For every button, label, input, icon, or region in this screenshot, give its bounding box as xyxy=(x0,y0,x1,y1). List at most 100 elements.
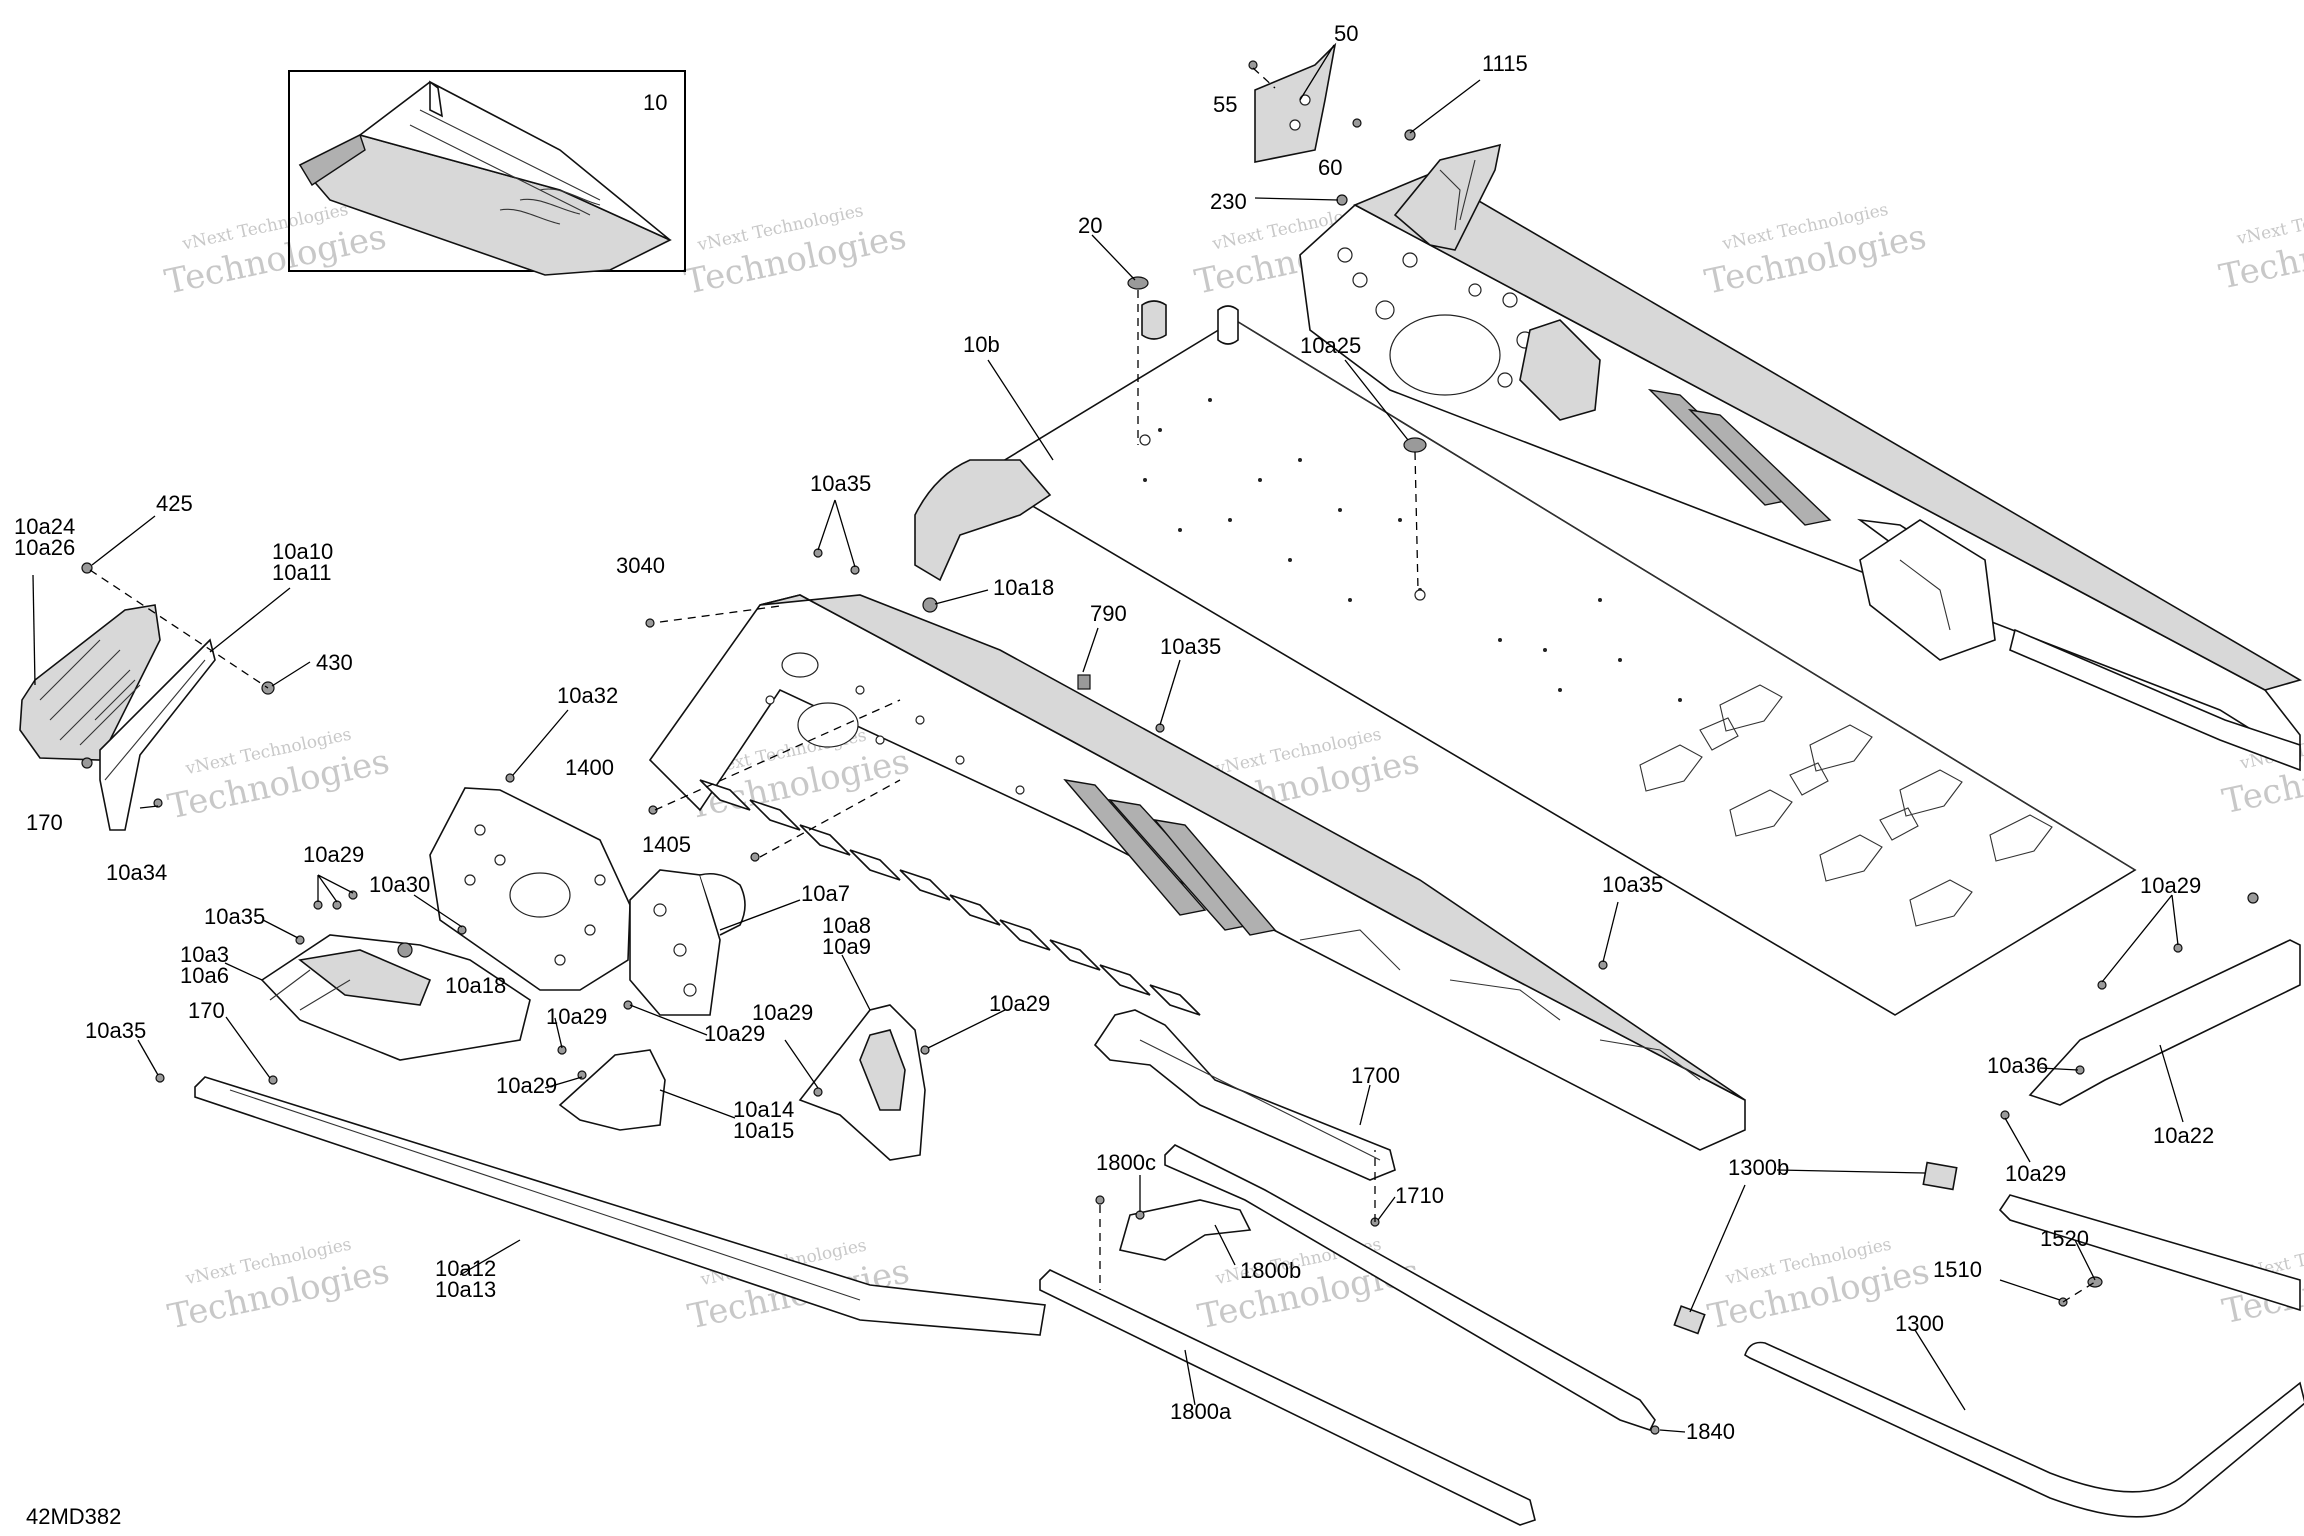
callout-10a29: 10a29 xyxy=(989,991,1050,1016)
leader-10a10 xyxy=(209,587,291,653)
skid-plate-insert xyxy=(298,949,432,1006)
plug-790 xyxy=(1077,674,1091,690)
nut-10a18 xyxy=(922,597,938,613)
cap-50-hole xyxy=(1289,119,1301,131)
assembly-line xyxy=(89,569,269,689)
leader-1710 xyxy=(1377,1196,1396,1221)
callout-1840: 1840 xyxy=(1686,1419,1735,1444)
assembly-line xyxy=(1414,451,1419,591)
callout-10a24: 10a24 xyxy=(14,514,75,539)
leader-10a36 xyxy=(2039,1067,2079,1071)
callout-425: 425 xyxy=(156,491,193,516)
callout-1700: 1700 xyxy=(1351,1063,1400,1088)
inset-frame-front xyxy=(299,134,366,186)
runner-10a12-body xyxy=(194,1076,1046,1336)
leader-10a29-a xyxy=(317,874,354,903)
grommet-20 xyxy=(1127,276,1149,290)
right-rail-rear-detail xyxy=(1899,559,1951,631)
leader-1520 xyxy=(2074,1239,2096,1281)
callout-10a34: 10a34 xyxy=(106,860,167,885)
callout-20: 20 xyxy=(1078,213,1102,238)
cap-50 xyxy=(1254,42,1337,163)
screw-230 xyxy=(1336,194,1348,206)
watermark: vNext Technologies Technologies xyxy=(1701,200,1929,303)
clip-1300b-low xyxy=(1673,1305,1706,1335)
screw-10a29-right-low xyxy=(2000,1110,2010,1120)
right-rail-vent xyxy=(1687,408,1832,526)
callout-10a15: 10a15 xyxy=(733,1118,794,1143)
callout-60: 60 xyxy=(1318,155,1342,180)
bolt-425 xyxy=(81,562,93,574)
leader-10a29-d xyxy=(544,1076,583,1089)
vent-cutout xyxy=(1719,684,1783,732)
callout-10a35: 10a35 xyxy=(85,1018,146,1043)
drawing-id: 42MD382 xyxy=(26,1504,121,1529)
callout-1710: 1710 xyxy=(1395,1183,1444,1208)
leader-10b xyxy=(987,359,1054,461)
callout-10a25: 10a25 xyxy=(1300,333,1361,358)
leader-1800a xyxy=(1184,1349,1196,1406)
rail-1800b xyxy=(1164,1144,1656,1431)
leader-20 xyxy=(1091,234,1136,281)
assembly-line xyxy=(654,699,901,811)
leader-10a7 xyxy=(719,899,801,931)
callout-1520: 1520 xyxy=(2040,1226,2089,1251)
callout-1405: 1405 xyxy=(642,832,691,857)
hardware xyxy=(81,60,2259,1435)
bracket-10a8-cutout xyxy=(859,1029,906,1111)
screw-1400 xyxy=(648,805,658,815)
bracket-10a24 xyxy=(19,604,161,761)
right-rail-large-hole xyxy=(1389,314,1501,396)
bracket-10a24-ribs xyxy=(39,639,141,746)
screw-10a35 xyxy=(813,548,823,558)
callout-10a29: 10a29 xyxy=(303,842,364,867)
callout-10b: 10b xyxy=(963,332,1000,357)
nut-10a18-low xyxy=(397,942,413,958)
screw-10a29 xyxy=(348,890,358,900)
leader-10a22 xyxy=(2159,1044,2184,1123)
vent-cutout xyxy=(1699,717,1919,841)
leader-1510 xyxy=(1999,1279,2061,1301)
callout-170: 170 xyxy=(26,810,63,835)
rail-1700 xyxy=(1093,1009,1396,1181)
right-rail-plate xyxy=(1519,319,1601,421)
callout-3040: 3040 xyxy=(616,553,665,578)
callout-230: 230 xyxy=(1210,189,1247,214)
leader-10a35-far xyxy=(137,1039,159,1076)
screw-10a35-right xyxy=(1598,960,1608,970)
screw-1840 xyxy=(1650,1425,1660,1435)
screw-10a32 xyxy=(505,773,515,783)
leader-1840 xyxy=(1659,1429,1686,1433)
vent-cutout xyxy=(1729,789,1793,837)
bar-1520 xyxy=(1998,1194,2301,1312)
inset-assembled-frame: 10 xyxy=(288,70,686,276)
panel-10a32-hole xyxy=(509,872,571,918)
leader-10a29-f xyxy=(927,1009,1006,1049)
callout-10a35: 10a35 xyxy=(1160,634,1221,659)
bracket-10a10 xyxy=(99,638,216,831)
callout-10a29: 10a29 xyxy=(546,1004,607,1029)
callout-50: 50 xyxy=(1334,21,1358,46)
bracket-10a8 xyxy=(798,1004,926,1161)
left-rail-rear-details xyxy=(1299,929,1701,1081)
inset-frame-bracket xyxy=(429,80,444,118)
callout-10a35: 10a35 xyxy=(1602,872,1663,897)
screw-1405 xyxy=(750,852,760,862)
callout-1510: 1510 xyxy=(1933,1257,1982,1282)
bracket-10a14 xyxy=(558,1049,666,1131)
callout-1800b: 1800b xyxy=(1240,1258,1301,1283)
callout-10a29: 10a29 xyxy=(2140,873,2201,898)
gasket-10a7 xyxy=(699,872,746,936)
callout-10a29: 10a29 xyxy=(2005,1161,2066,1186)
callout-170: 170 xyxy=(188,998,225,1023)
assembly-lines xyxy=(89,67,2096,1303)
leader-10a29-b xyxy=(554,1017,563,1049)
screw-10a29 xyxy=(813,1087,823,1097)
right-rail-extension xyxy=(2009,628,2301,772)
screw-10a29-right xyxy=(2247,892,2259,904)
skid-plate-10a3 xyxy=(260,934,531,1061)
screw-55 xyxy=(1248,60,1258,70)
watermark: vNext Technologies Technologies xyxy=(161,200,389,303)
screw-10a29 xyxy=(332,900,342,910)
